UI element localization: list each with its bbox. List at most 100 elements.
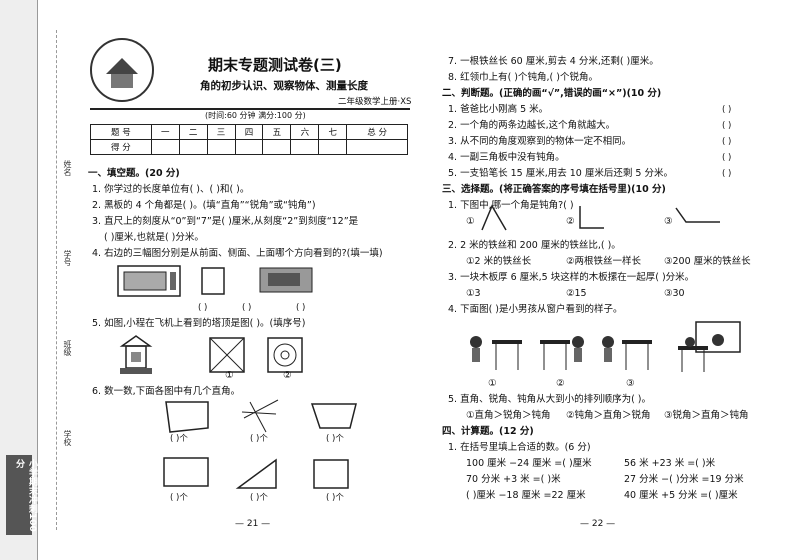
house-icon: [106, 58, 138, 88]
judge-blank[interactable]: ( ): [722, 121, 732, 131]
tower-top-option-1: [209, 337, 245, 373]
tower-figure: [119, 335, 303, 374]
section-1-title: 一、填空题。(20 分): [88, 168, 180, 179]
score-table-header: 四: [234, 124, 264, 140]
judge-blank[interactable]: ( ): [722, 153, 732, 163]
question-1-3b: ( )厘米,也就是( )分米。: [104, 232, 204, 243]
boy-at-window: [678, 321, 741, 372]
option-text: ①直角＞锐角＞钝角: [466, 410, 551, 421]
option-text: ②钝角＞直角＞锐角: [566, 410, 651, 421]
answer-blank[interactable]: ( ): [242, 303, 252, 313]
oven-views-figure: [117, 265, 313, 297]
score-cell[interactable]: [150, 139, 180, 155]
boy-view-option-2: [540, 336, 584, 370]
score-table-header: 七: [318, 124, 348, 140]
score-table-header: 五: [262, 124, 292, 140]
score-cell[interactable]: [262, 139, 292, 155]
option-mark: ①: [225, 370, 234, 381]
choice-1: 1. 下图中,哪一个角是钝角?( ): [448, 200, 574, 211]
score-row-label: 得 分: [90, 139, 152, 155]
option-mark: ①: [466, 216, 475, 227]
cut-line: [56, 30, 58, 530]
score-cell[interactable]: [206, 139, 236, 155]
score-cell[interactable]: [178, 139, 208, 155]
option-text: ③锐角＞直角＞钝角: [664, 410, 749, 421]
score-table: 题 号 一 二 三 四 五 六 七 总 分 得 分: [90, 124, 408, 155]
answer-blank[interactable]: ( )个: [326, 493, 344, 503]
question-1-1: 1. 你学过的长度单位有( )、( )和( )。: [92, 184, 250, 195]
judge-item: 4. 一副三角板中没有钝角。: [448, 152, 565, 163]
judge-item: 5. 一支铅笔长 15 厘米,用去 10 厘米后还剩 5 分米。: [448, 168, 673, 179]
score-table-header: 二: [178, 124, 208, 140]
question-1-6: 6. 数一数,下面各图中有几个直角。: [92, 386, 241, 397]
question-1-4: 4. 右边的三幅图分别是从前面、侧面、上面哪个方向看到的?(填一填): [92, 248, 383, 259]
boy-view-option-1: [470, 336, 522, 370]
score-table-header: 题 号: [90, 124, 152, 140]
choice-4: 4. 下面图( )是小男孩从窗户看到的样子。: [448, 304, 623, 315]
answer-blank[interactable]: ( )个: [170, 434, 188, 444]
judge-blank[interactable]: ( ): [722, 105, 732, 115]
oven-side-view: [201, 267, 225, 295]
judge-item: 1. 爸爸比小刚高 5 米。: [448, 104, 549, 115]
series-logo: [90, 38, 154, 102]
side-banner-text: 小学期末冲刺100分: [14, 459, 37, 532]
choice-3: 3. 一块木板厚 6 厘米,5 块这样的木板摞在一起厚( )分米。: [448, 272, 695, 283]
calc-item: ( )厘米 −18 厘米 =22 厘米: [466, 490, 586, 501]
option-text: ②15: [566, 288, 587, 299]
question-1-3a: 3. 直尺上的刻度从“0”到“7”是( )厘米,从刻度“2”到刻度“12”是: [92, 216, 359, 227]
name-field-label: 姓名: [63, 160, 72, 176]
choice-5: 5. 直角、锐角、钝角从大到小的排列顺序为( )。: [448, 394, 652, 405]
answer-blank[interactable]: ( ): [296, 303, 306, 313]
option-mark: ②: [283, 370, 292, 381]
header-rule: [90, 108, 410, 110]
score-table-header: 三: [206, 124, 236, 140]
grade-label: 二年级数学上册·XS: [338, 97, 412, 107]
judge-item: 3. 从不同的角度观察到的物体一定不相同。: [448, 136, 632, 147]
question-1-7: 7. 一根铁丝长 60 厘米,剪去 4 分米,还剩( )厘米。: [448, 56, 659, 67]
section-3-title: 三、选择题。(将正确答案的序号填在括号里)(10 分): [442, 184, 666, 195]
right-angle-shapes: [163, 399, 357, 489]
option-text: ③200 厘米的铁丝长: [664, 256, 751, 267]
option-mark: ③: [664, 216, 673, 227]
page-number-left: — 21 —: [235, 519, 271, 529]
answer-blank[interactable]: ( )个: [250, 434, 268, 444]
calc-item: 56 米 +23 米 =( )米: [624, 458, 716, 469]
score-table-header: 一: [150, 124, 180, 140]
judge-item: 2. 一个角的两条边越长,这个角就越大。: [448, 120, 616, 131]
option-text: ①3: [466, 288, 481, 299]
option-mark: ②: [556, 378, 565, 389]
question-1-2: 2. 黑板的 4 个角都是( )。(填“直角”“锐角”或“钝角”): [92, 200, 316, 211]
option-mark: ②: [566, 216, 575, 227]
question-1-8: 8. 红领巾上有( )个钝角,( )个锐角。: [448, 72, 598, 83]
score-cell[interactable]: [318, 139, 348, 155]
page-subtitle: 角的初步认识、观察物体、测量长度: [200, 80, 368, 92]
answer-blank[interactable]: ( ): [198, 303, 208, 313]
option-text: ③30: [664, 288, 685, 299]
page-title: 期末专题测试卷(三): [208, 56, 342, 74]
answer-blank[interactable]: ( )个: [250, 493, 268, 503]
answer-blank[interactable]: ( )个: [170, 493, 188, 503]
option-text: ②两根铁丝一样长: [566, 256, 642, 267]
score-cell[interactable]: [290, 139, 320, 155]
time-score-info: (时间:60 分钟 满分:100 分): [205, 111, 306, 120]
question-1-5: 5. 如图,小程在飞机上看到的塔顶是图( )。(填序号): [92, 318, 306, 329]
score-table-header: 六: [290, 124, 320, 140]
page-number-right: — 22 —: [580, 519, 616, 529]
judge-blank[interactable]: ( ): [722, 137, 732, 147]
school-field-label: 学校: [63, 430, 72, 446]
option-mark: ③: [626, 378, 635, 389]
option-text: ①2 米的铁丝长: [466, 256, 532, 267]
boy-window-figure: [470, 321, 741, 372]
calc-item: 70 分米 +3 米 =( )米: [466, 474, 561, 485]
boy-view-option-3: [602, 336, 652, 370]
score-cell[interactable]: [346, 139, 408, 155]
calc-item: 27 分米 −( )分米 =19 分米: [624, 474, 744, 485]
oven-front-view: [117, 265, 181, 297]
calc-item: 100 厘米 −24 厘米 =( )厘米: [466, 458, 592, 469]
angle-options-figure: [481, 204, 720, 231]
score-cell[interactable]: [234, 139, 264, 155]
id-field-label: 学号: [63, 250, 72, 266]
score-table-header: 总 分: [346, 124, 408, 140]
judge-blank[interactable]: ( ): [722, 169, 732, 179]
answer-blank[interactable]: ( )个: [326, 434, 344, 444]
